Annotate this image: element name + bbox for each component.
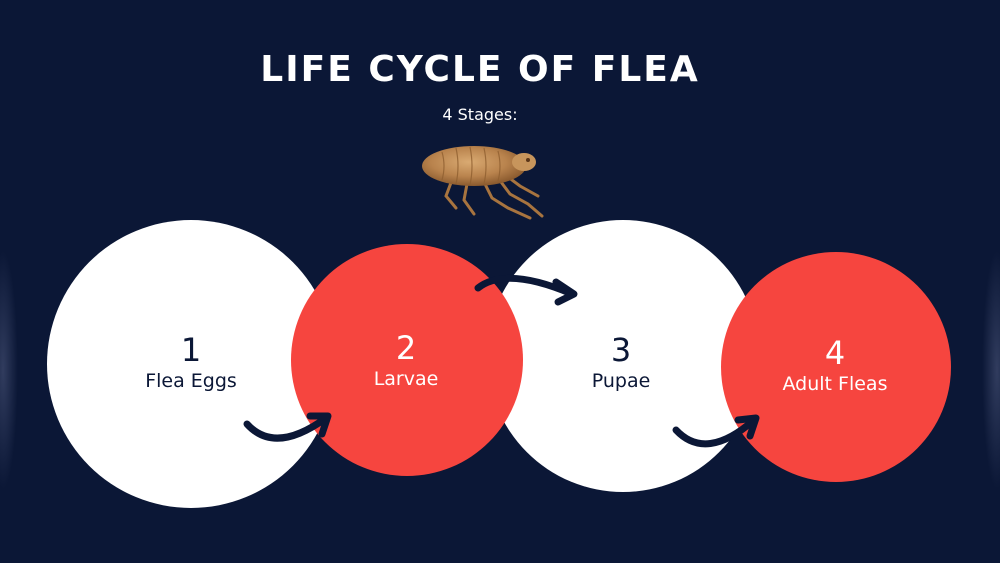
stage-4-name: Adult Fleas — [782, 373, 888, 395]
stage-3-name: Pupae — [591, 370, 651, 392]
flea-illustration — [422, 146, 544, 220]
stage-1-circle — [47, 220, 335, 508]
right-edge-glow — [982, 250, 1000, 490]
stage-1-number: 1 — [180, 331, 202, 369]
stage-3-number: 3 — [610, 331, 632, 369]
stage-3-label: 3 Pupae — [521, 331, 721, 393]
stage-4-label: 4 Adult Fleas — [735, 334, 935, 396]
left-edge-glow — [0, 250, 18, 490]
stage-1-label: 1 Flea Eggs — [91, 331, 291, 393]
stage-1-name: Flea Eggs — [145, 370, 237, 392]
stage-2-label: 2 Larvae — [306, 329, 506, 391]
stage-4-circle — [721, 252, 951, 482]
stage-4-number: 4 — [824, 334, 846, 372]
stage-2-number: 2 — [395, 329, 417, 367]
stage-2-name: Larvae — [373, 368, 439, 390]
diagram-title: LIFE CYCLE OF FLEA — [260, 49, 700, 90]
diagram-subtitle: 4 Stages: — [442, 105, 518, 124]
